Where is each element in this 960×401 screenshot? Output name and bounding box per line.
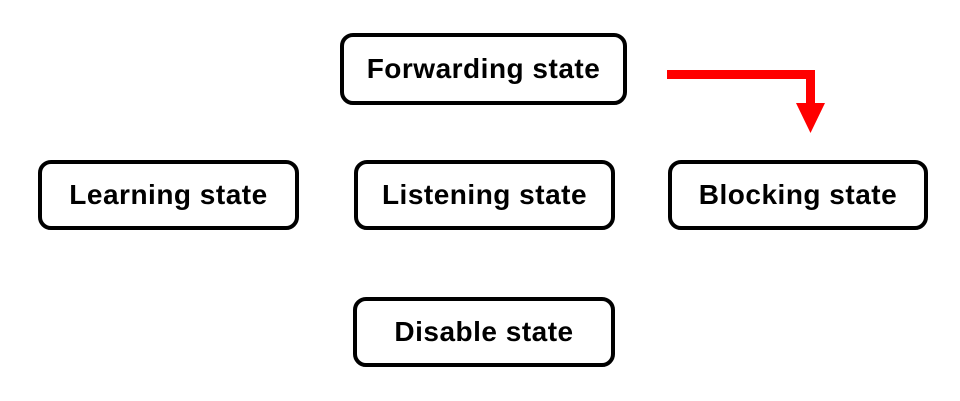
- node-blocking-label: Blocking state: [698, 179, 898, 210]
- node-blocking-state: Blocking state: [668, 160, 928, 230]
- node-disable-state: Disable state: [353, 297, 615, 367]
- node-forwarding-label: Forwarding state: [366, 53, 601, 84]
- node-learning-label: Learning state: [69, 179, 268, 210]
- elbow-arrow-shape: [667, 70, 825, 133]
- node-listening-state: Listening state: [354, 160, 615, 230]
- node-learning-state: Learning state: [38, 160, 299, 230]
- node-disable-label: Disable state: [394, 316, 574, 347]
- node-listening-label: Listening state: [381, 179, 588, 210]
- elbow-arrow-icon: [667, 70, 825, 133]
- node-forwarding-state: Forwarding state: [340, 33, 627, 105]
